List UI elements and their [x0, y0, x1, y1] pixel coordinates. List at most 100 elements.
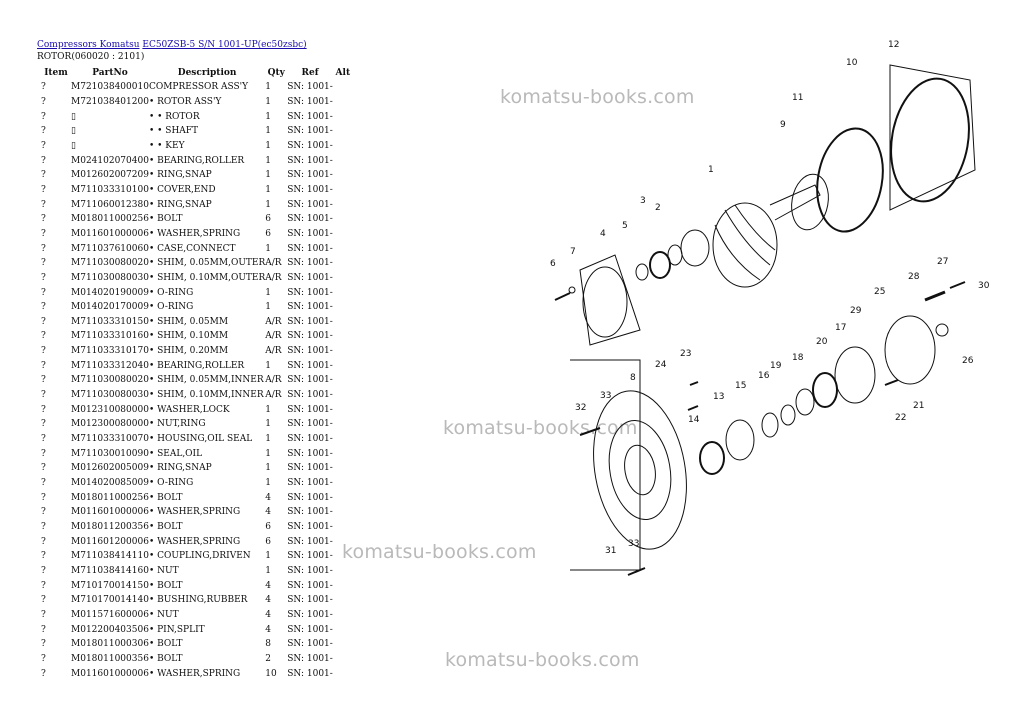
cell-qty: 1: [265, 434, 271, 445]
cell-partno: ▯: [71, 126, 76, 137]
cell-description: • BOLT: [148, 653, 183, 664]
cell-qty: 1: [265, 140, 271, 151]
cell-ref: SN: 1001-: [287, 170, 333, 181]
callout-label: 32: [575, 403, 586, 413]
cell-alt: [333, 124, 353, 139]
cell-description: • BOLT: [148, 580, 183, 591]
cell-ref: SN: 1001-: [287, 507, 333, 518]
housing-17-shape: [834, 346, 876, 404]
cell-partno: M711033312040: [71, 360, 149, 371]
cell-item: ?: [41, 170, 46, 181]
cell-ref: SN: 1001-: [287, 375, 333, 386]
cell-ref: SN: 1001-: [287, 551, 333, 562]
cell-ref: SN: 1001-: [287, 96, 333, 107]
cell-description: • SHIM, 0.05MM,OUTER: [148, 258, 266, 269]
callout-label: 20: [816, 337, 828, 347]
cell-description: • ROTOR ASS'Y: [148, 96, 222, 107]
cell-qty: 4: [265, 492, 271, 503]
callout-label: 33: [600, 391, 611, 401]
cell-ref: SN: 1001-: [287, 360, 333, 371]
cell-partno: M012200403506: [71, 624, 149, 635]
cell-qty: 6: [265, 214, 271, 225]
cell-description: • WASHER,SPRING: [148, 536, 241, 547]
breadcrumb-link-model[interactable]: EC50ZSB-5 S/N 1001-UP(ec50zsbc): [142, 40, 307, 50]
cell-description: • O-RING: [148, 287, 194, 298]
cell-description: • HOUSING,OIL SEAL: [148, 434, 253, 445]
callout-label: 22: [895, 413, 906, 423]
bearing-2-shape: [649, 251, 671, 279]
cell-qty: 4: [265, 609, 271, 620]
washer-16-shape: [780, 404, 796, 426]
cell-qty: 1: [265, 463, 271, 474]
cell-ref: SN: 1001-: [287, 199, 333, 210]
cell-qty: A/R: [265, 316, 282, 327]
breadcrumb-link-compressors[interactable]: Compressors Komatsu: [37, 40, 140, 50]
header-qty: Qty: [267, 68, 285, 78]
cell-item: ?: [41, 331, 46, 342]
cell-description: • SHIM, 0.05MM,INNER: [148, 375, 264, 386]
cell-item: ?: [41, 184, 46, 195]
callout-label: 29: [850, 306, 862, 316]
cell-ref: SN: 1001-: [287, 478, 333, 489]
cell-qty: 1: [265, 302, 271, 313]
cell-description: • PIN,SPLIT: [148, 624, 205, 635]
cell-partno: M014020190009: [71, 287, 149, 298]
cell-qty: 1: [265, 170, 271, 181]
cell-partno: M012310080000: [71, 404, 149, 415]
callout-label: 1: [708, 165, 714, 175]
cell-description: • SHIM, 0.10MM,INNER: [148, 390, 264, 401]
cell-item: ?: [41, 96, 46, 107]
cell-qty: 1: [265, 565, 271, 576]
cell-partno: M711030010090: [71, 448, 149, 459]
cell-description: • WASHER,SPRING: [148, 668, 241, 679]
cell-qty: A/R: [265, 331, 282, 342]
header-alt: Alt: [335, 68, 351, 78]
cell-qty: 1: [265, 419, 271, 430]
cell-ref: SN: 1001-: [287, 609, 333, 620]
cell-item: ?: [41, 448, 46, 459]
cell-qty: 1: [265, 478, 271, 489]
cell-item: ?: [41, 287, 46, 298]
cell-partno: M012300080000: [71, 419, 149, 430]
cell-qty: 1: [265, 111, 271, 122]
cell-ref: SN: 1001-: [287, 258, 333, 269]
cell-qty: 1: [265, 155, 271, 166]
cell-description: • BOLT: [148, 214, 183, 225]
cell-item: ?: [41, 639, 46, 650]
header-item: Item: [44, 68, 68, 78]
o-ring-11-shape: [816, 127, 884, 233]
watermark: komatsu-books.com: [443, 417, 638, 439]
callout-label: 33: [628, 539, 639, 549]
cell-description: • SHIM, 0.10MM,OUTER: [148, 272, 266, 283]
cell-description: • CASE,CONNECT: [148, 243, 236, 254]
callout-label: 19: [770, 361, 782, 371]
cell-ref: SN: 1001-: [287, 390, 333, 401]
cell-ref: SN: 1001-: [287, 522, 333, 533]
cell-qty: 1: [265, 96, 271, 107]
cell-description: • BEARING,ROLLER: [148, 360, 245, 371]
cell-description: • WASHER,SPRING: [148, 228, 241, 239]
cell-alt: [333, 227, 353, 242]
cell-ref: SN: 1001-: [287, 140, 333, 151]
o-ring-20-shape: [812, 372, 838, 408]
cell-ref: SN: 1001-: [287, 155, 333, 166]
cell-item: ?: [41, 360, 46, 371]
cell-partno: M011601000006: [71, 507, 149, 518]
cell-description: • WASHER,LOCK: [148, 404, 230, 415]
cell-partno: M710170014140: [71, 595, 149, 606]
o-ring-10-shape: [890, 77, 970, 203]
